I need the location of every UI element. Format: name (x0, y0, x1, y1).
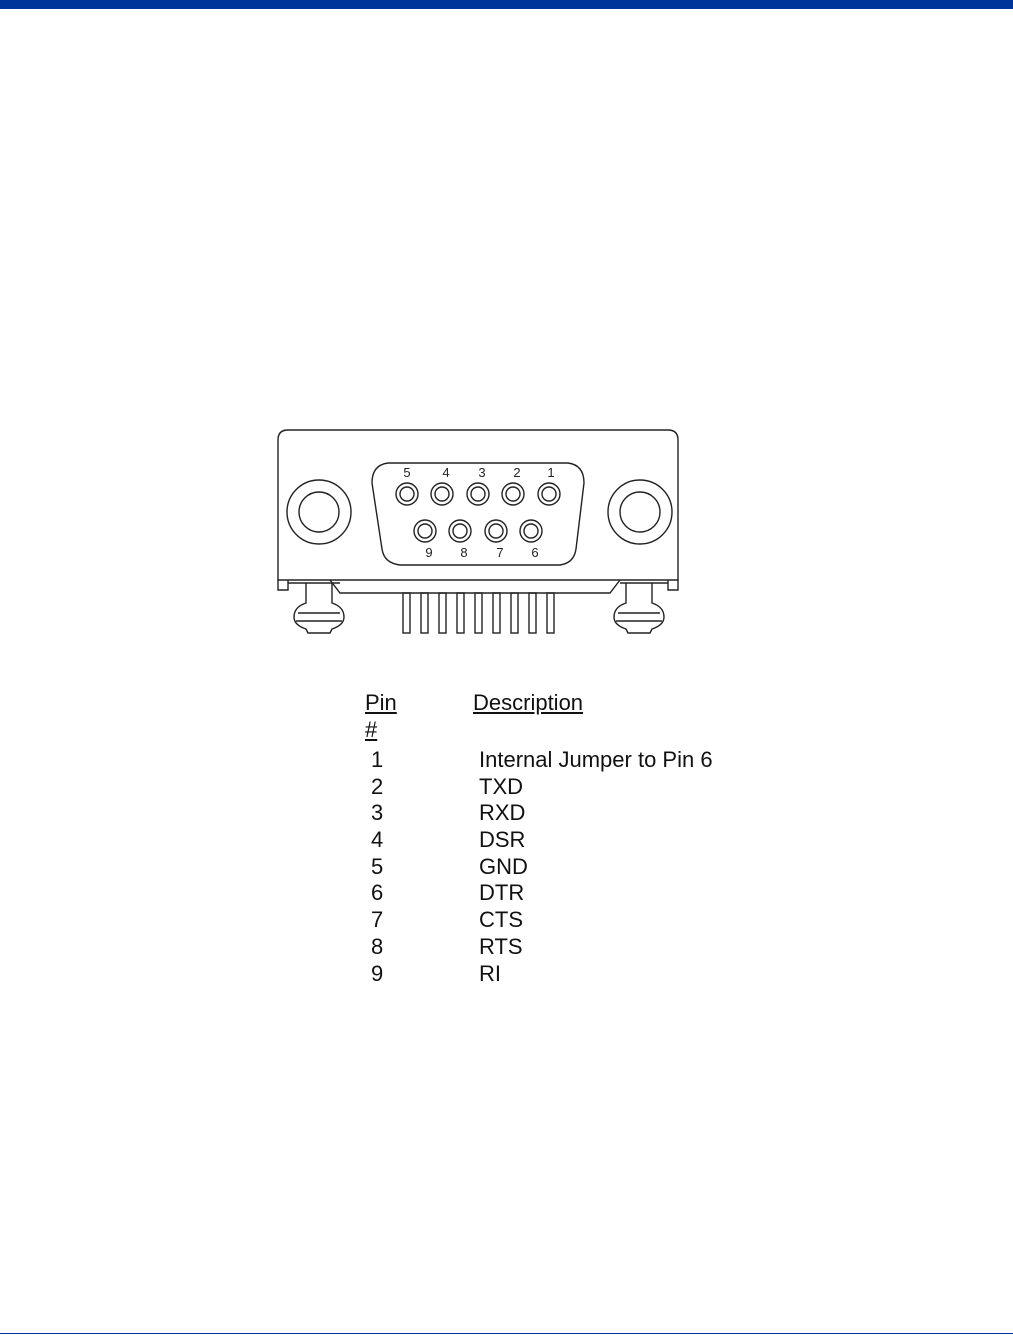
pin-description: TXD (479, 774, 523, 801)
pin-label-5: 5 (403, 465, 410, 480)
pin-number: 9 (371, 961, 383, 988)
pin-label-2: 2 (513, 465, 520, 480)
pin-number: 6 (371, 880, 383, 907)
pin-row-top (396, 483, 560, 505)
pin-number: 2 (371, 774, 383, 801)
mounting-hole-left (287, 480, 351, 544)
top-header-bar (0, 0, 1013, 9)
pin-label-3: 3 (478, 465, 485, 480)
pin-label-4: 4 (442, 465, 449, 480)
pin-description: RI (479, 961, 501, 988)
header-description: Description (473, 690, 583, 717)
pin-label-6: 6 (531, 545, 538, 560)
pin-label-8: 8 (460, 545, 467, 560)
pin-row-bottom (414, 520, 542, 542)
pin-description: DSR (479, 827, 525, 854)
pin-description: RXD (479, 800, 525, 827)
board-lock-left (294, 583, 344, 633)
pin-label-9: 9 (425, 545, 432, 560)
solder-pins (403, 593, 554, 633)
mounting-hole-right (608, 480, 672, 544)
pin-description: RTS (479, 934, 523, 961)
board-lock-right (614, 583, 664, 633)
pin-number: 5 (371, 854, 383, 881)
pin-number: 4 (371, 827, 383, 854)
pin-number: 8 (371, 934, 383, 961)
pin-label-7: 7 (496, 545, 503, 560)
bottom-rule (0, 1333, 1013, 1334)
pin-number: 7 (371, 907, 383, 934)
db9-connector-diagram: 5 4 3 2 1 9 8 7 6 (270, 425, 690, 645)
pin-number: 1 (371, 747, 383, 774)
pin-description: GND (479, 854, 528, 881)
pin-label-1: 1 (547, 465, 554, 480)
pin-description: DTR (479, 880, 524, 907)
pin-description: Internal Jumper to Pin 6 (479, 747, 713, 774)
pin-description: CTS (479, 907, 523, 934)
header-pin-number: Pin # (365, 690, 397, 743)
pin-number: 3 (371, 800, 383, 827)
